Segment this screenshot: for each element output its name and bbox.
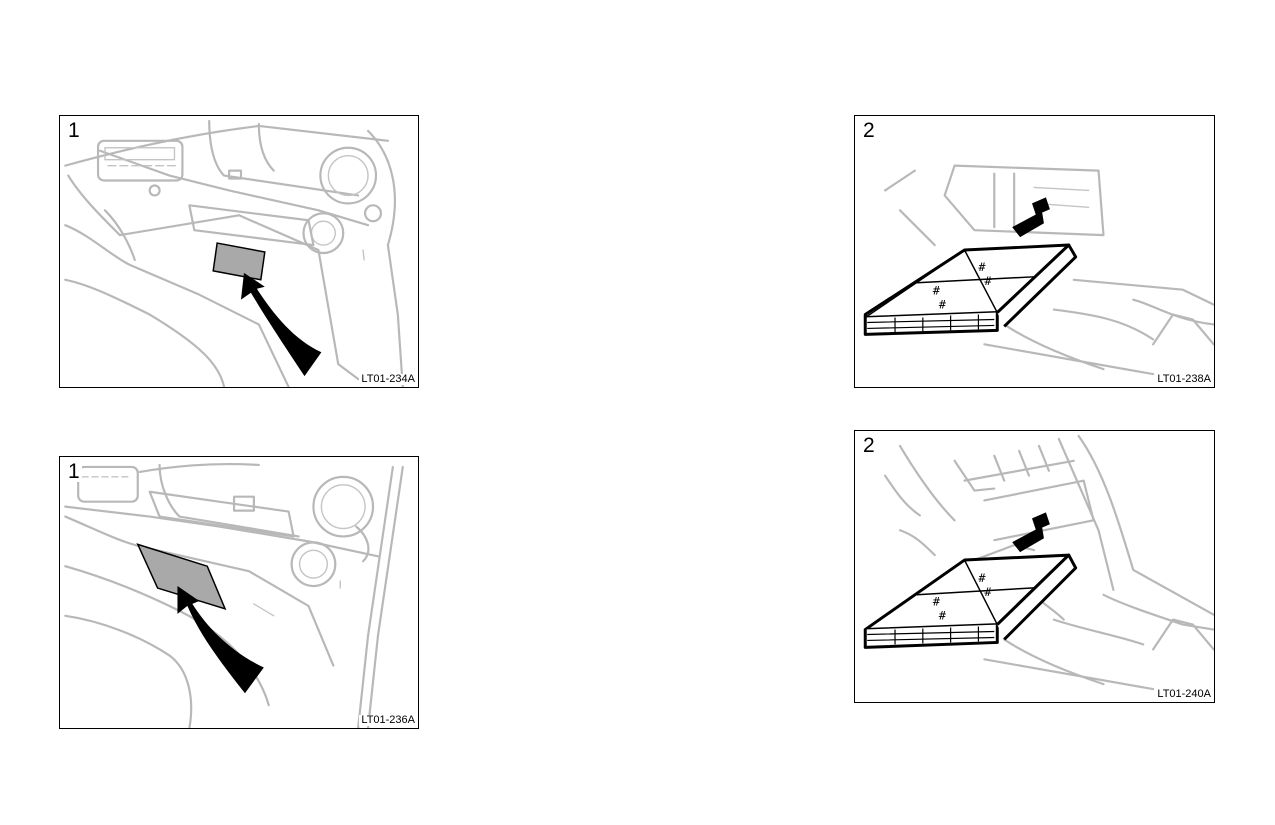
figure-code: LT01-238A — [1155, 373, 1211, 385]
dashboard-glovebox-illustration — [64, 119, 404, 387]
air-filter-removal-illustration: # # # # — [863, 164, 1214, 376]
figure-code: LT01-240A — [1155, 688, 1211, 700]
arrow-icon — [240, 272, 322, 377]
step-number: 1 — [68, 119, 82, 142]
step-number: 1 — [68, 460, 82, 483]
svg-text:#: # — [978, 571, 986, 585]
illustration-panel-1b: 1 LT01-236A — [59, 456, 419, 729]
svg-text:#: # — [984, 585, 992, 599]
step-number: 2 — [863, 119, 877, 142]
arrow-icon — [1012, 526, 1044, 553]
svg-text:#: # — [984, 274, 992, 288]
arrow-icon — [1012, 211, 1044, 238]
dashboard-glovebox-illustration — [64, 462, 404, 728]
figure-code: LT01-236A — [359, 714, 415, 726]
mesh-pattern: # — [933, 595, 941, 609]
svg-text:#: # — [939, 609, 947, 623]
air-filter-removal-illustration: # # # # — [863, 434, 1214, 691]
figure-code: LT01-234A — [359, 373, 415, 385]
illustration-panel-1a: 1 LT01-234A — [59, 115, 419, 388]
illustration-panel-2b: # # # # 2 LT01-240A — [854, 430, 1215, 703]
step-number: 2 — [863, 434, 877, 457]
arrow-icon — [177, 586, 264, 694]
mesh-pattern: # — [933, 284, 941, 298]
illustration-panel-2a: # # # # 2 LT01-238A — [854, 115, 1215, 388]
svg-text:#: # — [939, 298, 947, 312]
svg-text:#: # — [978, 260, 986, 274]
